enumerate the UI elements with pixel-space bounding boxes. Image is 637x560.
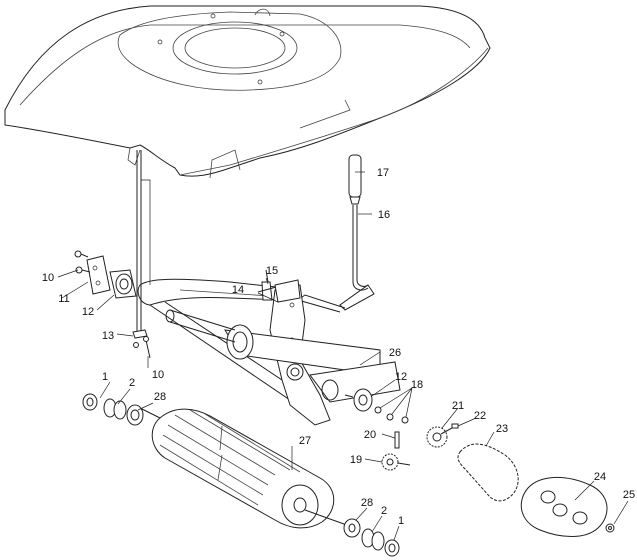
leader-lines [57, 171, 629, 541]
left-bearing [109, 269, 137, 299]
screw-25 [605, 523, 615, 533]
label-21: 21 [452, 400, 464, 412]
label-10-top: 10 [42, 272, 54, 284]
label-12-left: 12 [82, 306, 94, 318]
bearing-housing-left [226, 324, 254, 360]
left-bracket [86, 255, 111, 295]
height-adjust-rod [296, 205, 375, 313]
pin-20 [394, 431, 400, 449]
label-22: 22 [474, 410, 486, 422]
mower-deck-housing [4, 5, 491, 179]
sprocket-19 [381, 453, 411, 471]
chain-cover-24 [520, 476, 608, 537]
label-2-right: 2 [381, 505, 387, 517]
lever-plate-14 [274, 279, 301, 303]
bearing-12-right [344, 388, 373, 412]
height-adjust-knob [348, 154, 362, 205]
washers-18 [374, 406, 409, 424]
label-20: 20 [364, 429, 376, 441]
label-28-right: 28 [361, 497, 373, 509]
cross-shaft [165, 309, 236, 343]
drive-chain-23 [457, 443, 519, 502]
label-26: 26 [389, 347, 401, 359]
label-16: 16 [378, 209, 390, 221]
part-labels: 1 2 28 27 28 2 1 10 11 12 13 10 15 14 17… [42, 167, 635, 527]
roller-end-parts-right [343, 518, 400, 557]
hanging-rod [136, 150, 151, 335]
label-1-left: 1 [102, 371, 108, 383]
label-25: 25 [623, 489, 635, 501]
sprocket-21 [426, 426, 453, 448]
label-12-right: 12 [395, 371, 407, 383]
key-22 [451, 423, 459, 429]
label-14: 14 [232, 284, 244, 296]
label-27: 27 [299, 435, 311, 447]
label-13: 13 [102, 330, 114, 342]
label-24: 24 [594, 471, 606, 483]
clip-13 [132, 329, 151, 359]
label-19: 19 [350, 454, 362, 466]
label-11: 11 [58, 293, 69, 305]
roller-end-parts-left [82, 393, 144, 426]
label-18: 18 [411, 379, 423, 391]
label-23: 23 [496, 423, 508, 435]
label-28-left: 28 [154, 391, 166, 403]
label-2-left: 2 [129, 377, 135, 389]
label-1-right: 1 [398, 515, 404, 527]
label-15: 15 [266, 265, 278, 277]
label-10-bottom: 10 [152, 369, 164, 381]
label-17: 17 [377, 167, 389, 179]
front-roller [139, 407, 356, 529]
screw-10-top [74, 250, 91, 274]
